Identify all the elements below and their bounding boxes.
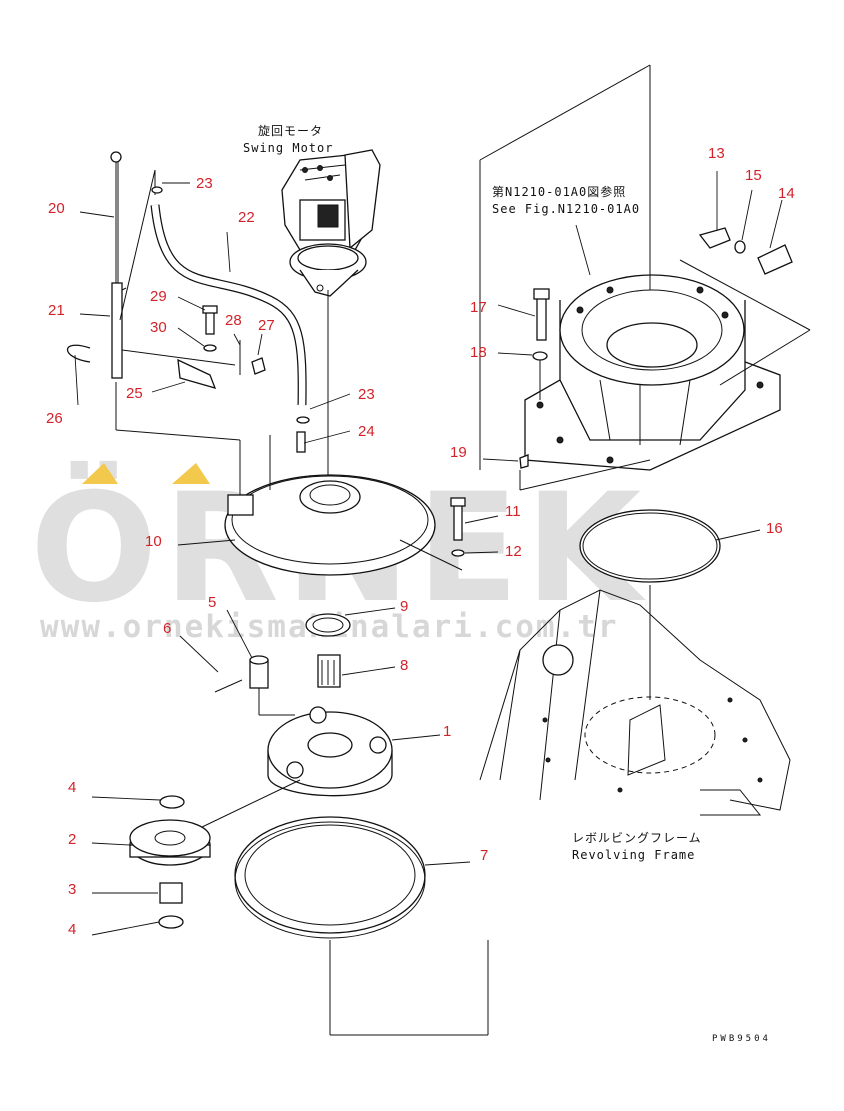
callout-17: 17 [470, 299, 487, 316]
motor-flange-plate [224, 474, 436, 576]
callout-12: 12 [505, 543, 522, 560]
callout-19: 19 [450, 444, 467, 461]
swing-machinery-case [524, 274, 781, 471]
swing-motor-caption-en: Swing Motor [243, 141, 333, 155]
planet-gears [129, 795, 211, 929]
callout-23b: 23 [358, 386, 375, 403]
revolving-frame-caption-jp: レボルビングフレーム [572, 831, 702, 845]
callout-2: 2 [68, 831, 76, 848]
callout-21: 21 [48, 302, 65, 319]
callout-30: 30 [150, 319, 167, 336]
o-ring-16 [579, 509, 721, 583]
callout-6: 6 [163, 620, 171, 637]
callout-10: 10 [145, 533, 162, 550]
leader-lines [74, 171, 783, 936]
callout-26: 26 [46, 410, 63, 427]
callout-16: 16 [766, 520, 783, 537]
callout-15: 15 [745, 167, 762, 184]
callout-20: 20 [48, 200, 65, 217]
part-callouts: 1 2 3 4 4 5 6 7 8 9 10 11 12 13 14 15 16… [46, 145, 795, 938]
callout-28: 28 [225, 312, 242, 329]
callout-11: 11 [505, 503, 521, 520]
callout-9: 9 [400, 598, 408, 615]
watermark-dot-right [172, 463, 210, 484]
bolt-11-assembly [399, 497, 466, 571]
revolving-frame [479, 589, 791, 816]
ring-gear [234, 816, 489, 1036]
callout-13: 13 [708, 145, 725, 162]
see-fig-caption-en: See Fig.N1210-01A0 [492, 202, 640, 216]
callout-25: 25 [126, 385, 143, 402]
callout-5: 5 [208, 594, 216, 611]
callout-22: 22 [238, 209, 255, 226]
callout-4b: 4 [68, 921, 76, 938]
swing-motor-caption-jp: 旋回モータ [258, 124, 323, 138]
revolving-frame-caption-en: Revolving Frame [572, 848, 695, 862]
bracket-and-bolts [177, 305, 266, 389]
callout-14: 14 [778, 185, 795, 202]
callout-1: 1 [443, 723, 451, 740]
dipstick-and-tubes [66, 151, 310, 453]
drawing-code: PWB9504 [712, 1034, 771, 1044]
callout-29: 29 [150, 288, 167, 305]
callout-7: 7 [480, 847, 488, 864]
watermark-dot-left [82, 463, 118, 484]
drain-fittings [698, 227, 793, 275]
callout-27: 27 [258, 317, 275, 334]
case-mount-bolts [519, 288, 550, 469]
planetary-gear-set [199, 613, 393, 829]
see-fig-caption-jp: 第N1210-01A0図参照 [492, 184, 626, 199]
swing-motor [281, 149, 381, 520]
callout-24: 24 [358, 423, 375, 440]
callout-18: 18 [470, 344, 487, 361]
callout-8: 8 [400, 657, 408, 674]
callout-4: 4 [68, 779, 76, 796]
callout-3: 3 [68, 881, 76, 898]
callout-23: 23 [196, 175, 213, 192]
